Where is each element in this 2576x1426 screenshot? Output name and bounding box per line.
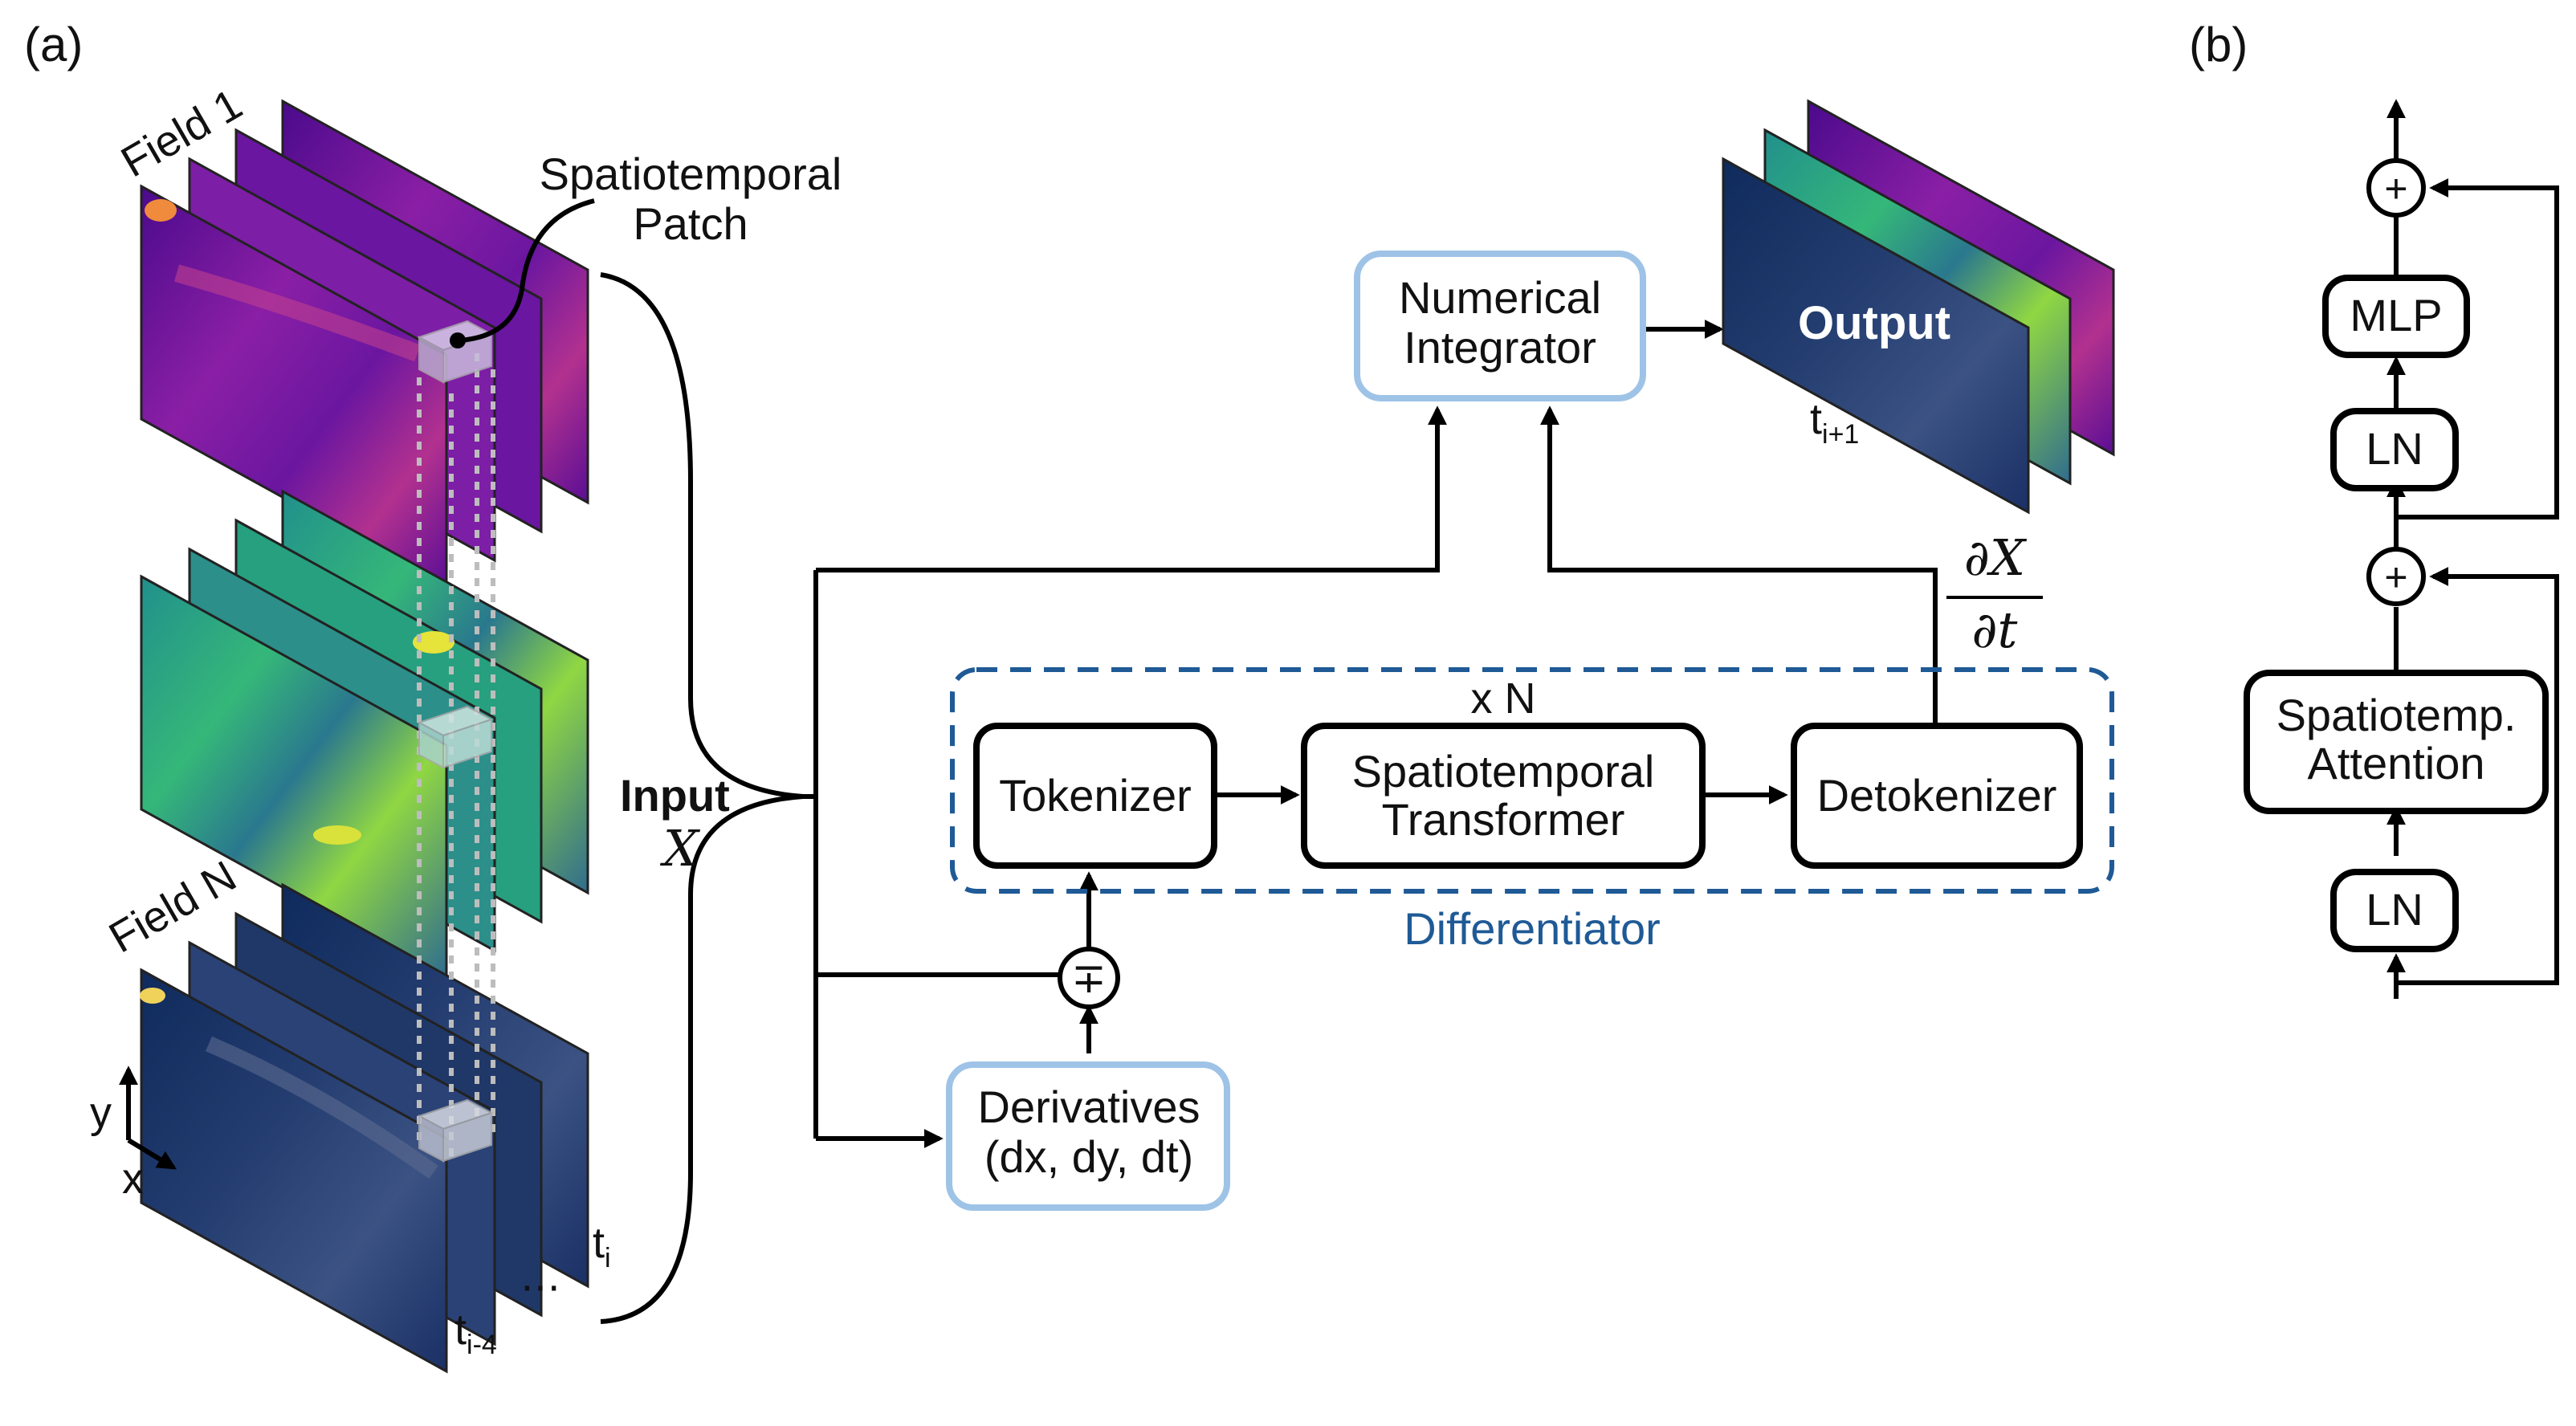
- field-1-stack: [140, 99, 589, 590]
- ln-top-label: LN: [2366, 423, 2423, 474]
- xy-axes-icon: [119, 1065, 177, 1170]
- ln-top-box: [2330, 408, 2459, 491]
- differentiator-label: Differentiator: [1404, 903, 1661, 954]
- numerical-integrator-box: [1354, 251, 1646, 401]
- attention-line1: Spatiotemp.: [2276, 690, 2517, 740]
- transformer-line1: Spatiotemporal: [1352, 746, 1655, 797]
- connectors: [803, 320, 1938, 1148]
- time-label-ti-4: ti-4: [454, 1306, 497, 1360]
- input-label: Input: [620, 770, 730, 821]
- repeat-label: x N: [1471, 674, 1536, 723]
- integrator-line1: Numerical: [1399, 272, 1601, 323]
- ln-bottom-box: [2330, 869, 2459, 952]
- input-brace: [600, 272, 804, 1324]
- transformer-block-connectors: [2386, 99, 2559, 999]
- patch-label-line1: Spatiotemporal: [540, 149, 842, 199]
- derivative-numerator: ∂X: [1964, 528, 2028, 587]
- detokenizer-label: Detokenizer: [1817, 770, 2057, 821]
- output-stack: [1722, 99, 2115, 515]
- combine-symbol: ∓: [1071, 955, 1107, 1002]
- combine-operator: [1058, 947, 1120, 1009]
- attention-line2: Attention: [2307, 738, 2484, 788]
- field-1-label: Field 1: [113, 79, 250, 186]
- time-label-ti+1: ti+1: [1810, 395, 1859, 450]
- derivative-fraction: ∂X ∂t: [1946, 528, 2043, 659]
- integrator-line2: Integrator: [1404, 322, 1596, 373]
- field-n-stack: [140, 882, 589, 1374]
- transformer-box: [1301, 723, 1706, 869]
- differentiator-group: [950, 667, 2114, 894]
- mlp-box: [2322, 275, 2470, 358]
- mlp-label: MLP: [2350, 290, 2442, 340]
- x-axis-label: x: [122, 1155, 144, 1203]
- transformer-line2: Transformer: [1382, 794, 1625, 845]
- add-symbol-1: +: [2384, 555, 2407, 600]
- panel-a-label: (a): [24, 18, 83, 71]
- add-symbol-2: +: [2384, 166, 2407, 211]
- time-ellipsis: ⋯: [520, 1265, 560, 1310]
- derivatives-line1: Derivatives: [978, 1082, 1200, 1132]
- detokenizer-box: [1791, 723, 2083, 869]
- ln-bottom-label: LN: [2366, 884, 2423, 935]
- tokenizer-box: [973, 723, 1217, 869]
- input-symbol: X: [660, 819, 701, 878]
- derivatives-line2: (dx, dy, dt): [984, 1131, 1193, 1182]
- time-label-ti: ti: [593, 1219, 611, 1273]
- attention-box: [2244, 670, 2549, 814]
- tokenizer-label: Tokenizer: [999, 770, 1192, 821]
- add-operator-2: [2366, 158, 2426, 218]
- derivative-denominator: ∂t: [1972, 601, 2018, 659]
- patch-label-line2: Patch: [633, 198, 748, 249]
- field-n-label: Field N: [101, 852, 244, 962]
- output-label: Output: [1798, 297, 1950, 349]
- y-axis-label: y: [90, 1089, 112, 1137]
- panel-b-label: (b): [2189, 18, 2248, 71]
- derivatives-box: [946, 1061, 1230, 1211]
- add-operator-1: [2366, 547, 2426, 606]
- spatiotemporal-patch: [417, 198, 595, 1164]
